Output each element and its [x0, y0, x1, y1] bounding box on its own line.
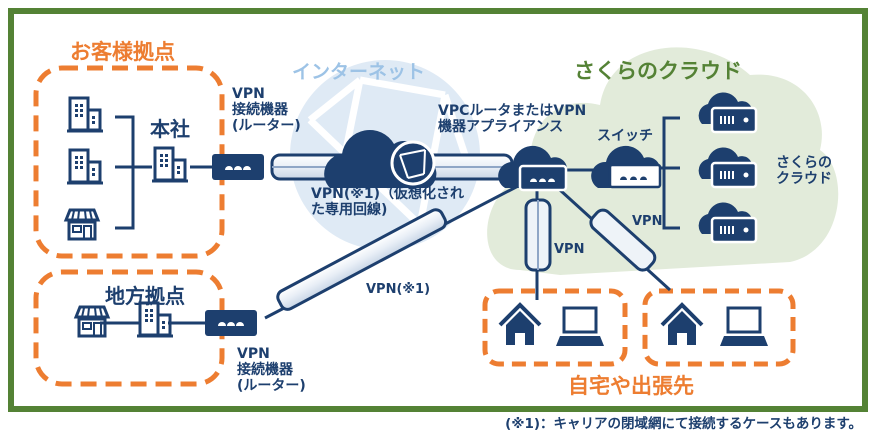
house-icon: [498, 303, 542, 347]
home-travel-title: 自宅や出張先: [568, 374, 694, 398]
internet-cloud-icon: [324, 129, 437, 188]
label-line: VPN(※1)（仮想化され: [311, 186, 464, 202]
vpn-travel-label: VPN: [632, 214, 663, 229]
travel-box: [642, 288, 796, 367]
footnote: (※1)：キャリアの閉域網にて接続するケースもあります。: [505, 416, 862, 432]
label-line: クラウド: [776, 171, 832, 188]
vpn-tube-home: [524, 198, 552, 272]
regional-site-title: 地方拠点: [105, 284, 185, 308]
vpn-tube-travel: [589, 208, 657, 272]
switch-label: スイッチ: [597, 128, 653, 144]
laptop-icon: [554, 306, 606, 348]
label-line: (ルーター): [237, 378, 306, 395]
headquarters-building-icon: [150, 146, 190, 183]
label-line: VPN: [237, 346, 270, 362]
label-line: (ルーター): [232, 118, 301, 135]
label-line: VPCルータまたはVPN: [438, 103, 587, 119]
label-line: さくらの: [776, 155, 832, 171]
vpn-tube-regional: [276, 208, 448, 311]
sakura-cloud-servers-label: さくらの クラウド: [776, 155, 832, 187]
label-line: た専用回線): [311, 202, 388, 219]
vpn-router-icon: [212, 154, 264, 180]
switch-icon: [591, 145, 662, 189]
house-icon: [660, 303, 704, 347]
vpc-router-icon: [498, 145, 568, 192]
vpn-home-label: VPN: [554, 242, 585, 257]
vpn-device-bottom-label: VPN 接続機器 (ルーター): [237, 346, 306, 394]
vpn-device-top-label: VPN 接続機器 (ルーター): [232, 86, 301, 134]
vpc-router-label: VPCルータまたはVPN 機器アプライアンス: [438, 103, 586, 135]
building-icon: [65, 96, 105, 133]
building-icon: [65, 148, 105, 185]
sakura-cloud-title: さくらのクラウド: [574, 59, 742, 83]
laptop-icon: [718, 306, 770, 348]
internet-title: インターネット: [292, 61, 426, 83]
headquarters-label: 本社: [150, 117, 190, 141]
vpn-regional-label: VPN(※1): [366, 282, 431, 297]
label-line: 接続機器: [232, 102, 288, 119]
label-line: 接続機器: [237, 362, 293, 379]
vpn-virtual-line-label: VPN(※1)（仮想化され た専用回線): [311, 186, 464, 218]
shop-icon: [64, 208, 100, 241]
label-line: 機器アプライアンス: [438, 119, 564, 136]
customer-sites-title: お客様拠点: [70, 40, 175, 64]
label-line: VPN: [232, 86, 265, 102]
home-box: [482, 288, 628, 367]
vpn-router-icon: [205, 310, 257, 336]
